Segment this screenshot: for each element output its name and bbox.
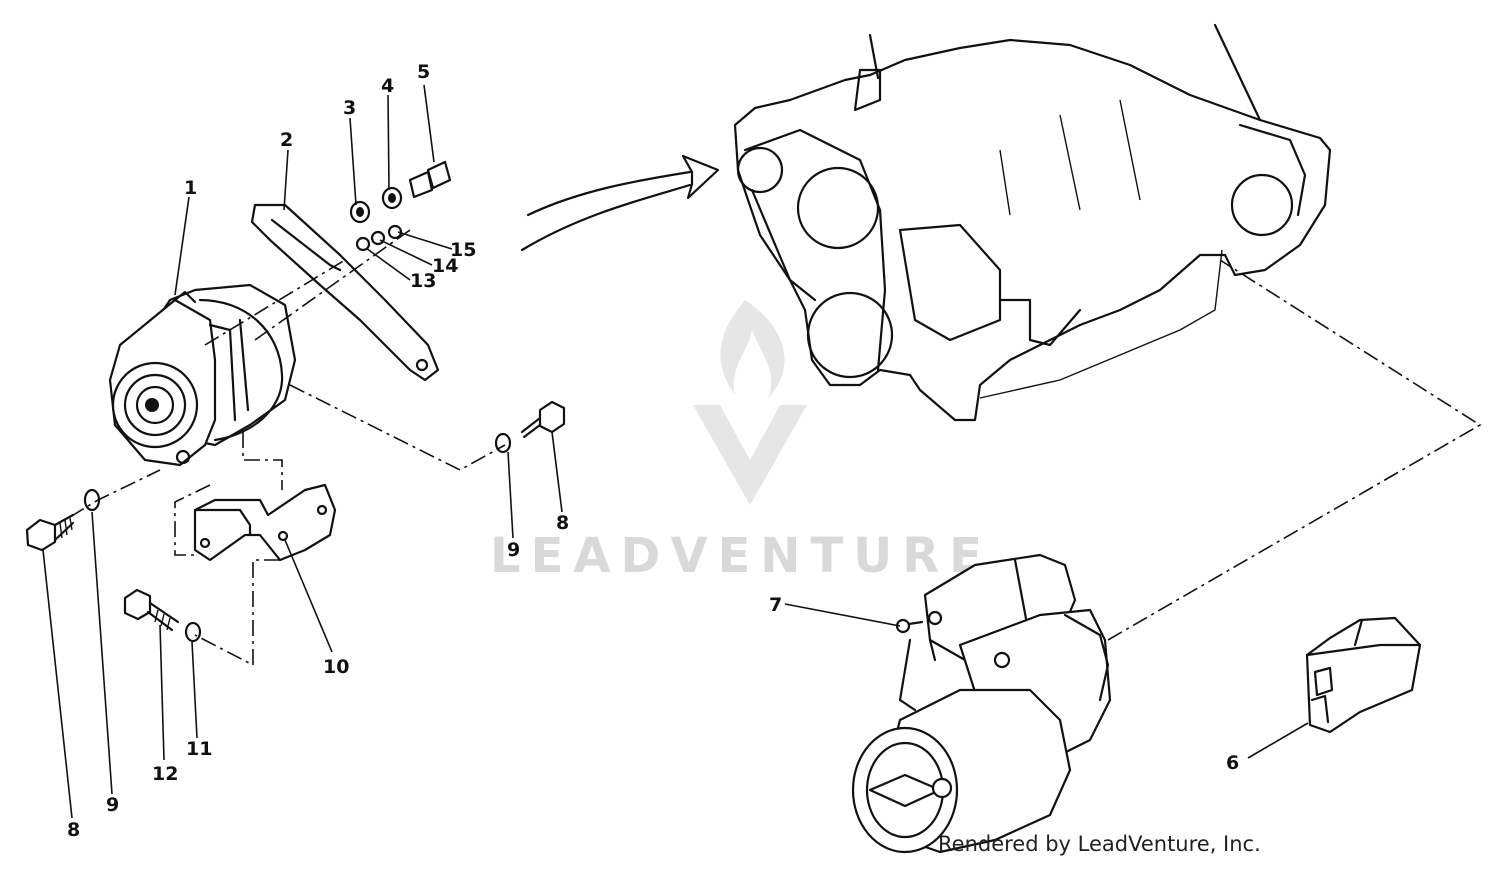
assembly-lines [69,229,1482,667]
location-arrow [520,154,720,252]
mounting-bracket [193,483,337,562]
callout-5: 5 [417,61,430,83]
starter-terminal [895,618,924,634]
washer-lower [184,621,202,643]
callout-7: 7 [769,594,782,616]
callout-6: 6 [1226,752,1239,774]
callout-15: 15 [450,239,476,261]
callout-14: 14 [432,255,458,277]
callout-12: 12 [152,763,178,785]
callouts: 1 2 3 4 5 6 7 8 8 9 9 10 11 12 13 14 15 [67,61,1239,841]
engine-block [733,23,1332,422]
callout-8-right: 8 [556,512,569,534]
callout-9-right: 9 [507,539,520,561]
bolt-left [25,513,75,552]
leader-lines [42,84,1309,819]
watermark-text: LEADVENTURE [490,528,992,584]
callout-4: 4 [381,75,394,97]
relay [1305,616,1422,734]
bracket-hardware [349,160,452,252]
callout-9-left: 9 [106,794,119,816]
callout-2: 2 [280,129,293,151]
callout-3: 3 [343,97,356,119]
callout-11: 11 [186,738,212,760]
adjusting-bracket [250,203,440,382]
bolt-right [520,400,566,439]
starter-motor [851,553,1112,854]
rendered-by-credit: Rendered by LeadVenture, Inc. [938,832,1261,856]
alternator [108,283,297,467]
callout-1: 1 [184,177,197,199]
bolt-lower [123,588,180,632]
callout-13: 13 [410,270,436,292]
watermark: LEADVENTURE [490,300,992,584]
callout-8-left: 8 [67,819,80,841]
callout-10: 10 [323,656,349,678]
